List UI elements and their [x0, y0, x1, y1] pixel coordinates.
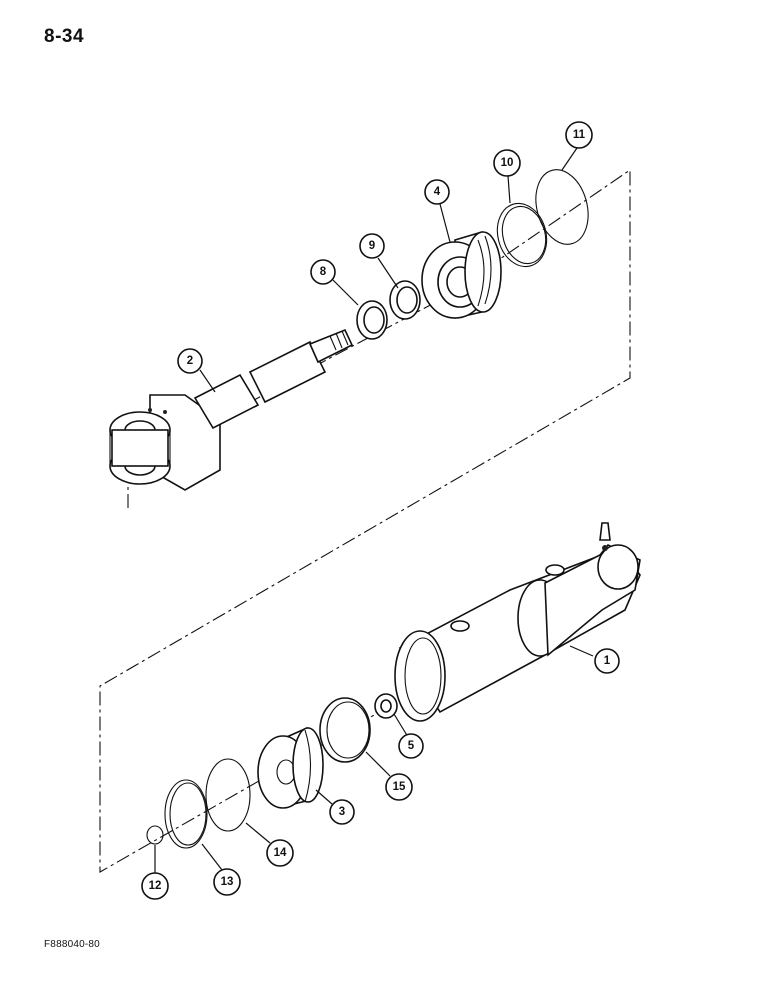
svg-text:11: 11: [573, 129, 586, 141]
svg-text:10: 10: [501, 157, 514, 169]
part-o-ring-12: [146, 825, 164, 845]
svg-text:4: 4: [434, 186, 441, 198]
svg-text:9: 9: [369, 240, 375, 252]
callout-8: 8: [310, 259, 336, 285]
callout-10: 10: [493, 149, 521, 177]
part-seal-9: [389, 280, 421, 320]
part-rod-clevis: [109, 328, 354, 491]
page-number: 8-34: [44, 26, 85, 47]
part-wear-ring-8: [356, 300, 388, 340]
part-o-ring-11: [535, 169, 589, 245]
part-cylinder-barrel-1: [394, 522, 641, 722]
svg-text:14: 14: [274, 847, 287, 859]
part-nut-5: [374, 693, 398, 719]
svg-text:2: 2: [187, 355, 193, 367]
part-gland-4: [421, 231, 502, 319]
callout-3: 3: [329, 799, 355, 825]
callout-9: 9: [359, 233, 385, 259]
callout-1: 1: [594, 648, 620, 674]
svg-text:12: 12: [149, 880, 162, 892]
part-backup-ring-13: [164, 779, 208, 849]
figure-code: F888040-80: [44, 939, 100, 950]
part-backup-ring-10: [496, 202, 548, 268]
callout-13: 13: [213, 868, 241, 896]
callout-5: 5: [398, 733, 424, 759]
callout-14: 14: [266, 839, 294, 867]
part-o-ring-14: [205, 758, 251, 832]
part-piston-3: [257, 726, 324, 809]
svg-text:3: 3: [339, 806, 345, 818]
callout-4: 4: [424, 179, 450, 205]
callout-2: 2: [177, 348, 203, 374]
part-wear-ring-15: [319, 697, 371, 763]
svg-text:5: 5: [408, 740, 415, 752]
callout-12: 12: [141, 872, 169, 900]
callout-11: 11: [565, 121, 593, 149]
svg-text:13: 13: [221, 876, 234, 888]
svg-text:15: 15: [393, 781, 406, 793]
assembly-axis-lines: [99, 168, 631, 873]
leader-lines: [154, 147, 594, 874]
svg-text:1: 1: [604, 655, 611, 667]
svg-text:8: 8: [320, 266, 327, 278]
callout-15: 15: [385, 773, 413, 801]
